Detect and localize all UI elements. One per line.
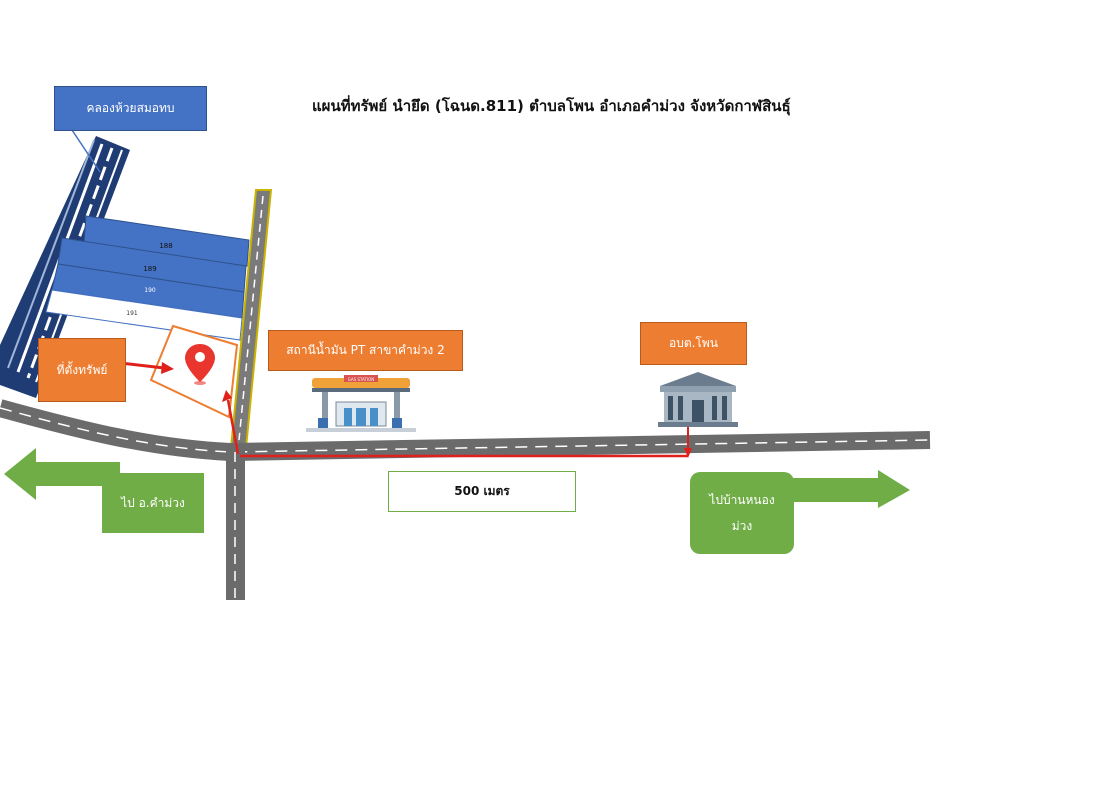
land-parcels: 188 189 190 191 [45,215,250,341]
distance-label: 500 เมตร [388,471,576,512]
property-label: ที่ตั้งทรัพย์ [38,338,126,402]
gas-station-label: สถานีน้ำมัน PT สาขาคำม่วง 2 [268,330,463,371]
to-ban-nong-muang-line2: ม่วง [731,519,753,533]
parcel-188-label: 188 [159,242,172,250]
parcel-191-label: 191 [126,310,138,317]
side-road-south [226,448,245,600]
to-ban-nong-muang-line1: ไปบ้านหนอง [709,493,775,507]
parcel-190-label: 190 [144,287,156,294]
gas-station-icon: GAS STATION [306,375,416,432]
office-label: อบต.โพน [640,322,747,365]
canal-pointer-line [71,129,101,173]
to-khammuang-label: ไป อ.คำม่วง [121,495,185,510]
government-office-icon [658,372,738,427]
canal-label: คลองห้วยสมอทบ [54,86,207,131]
main-road [0,399,931,462]
to-ban-nong-muang-label: ไปบ้านหนอง ม่วง [690,472,794,554]
gas-station-sign: GAS STATION [348,377,375,382]
location-pin-icon [185,344,215,385]
parcel-189-label: 189 [143,265,156,273]
arrow-right-to-ban-nong-muang [690,470,910,554]
parcel-188 [83,215,250,267]
map-title: แผนที่ทรัพย์ นำยึด (โฉนด.811) ตำบลโพน อำ… [312,97,791,115]
arrow-left-to-khammuang [4,448,204,533]
parcel-191 [45,289,243,341]
